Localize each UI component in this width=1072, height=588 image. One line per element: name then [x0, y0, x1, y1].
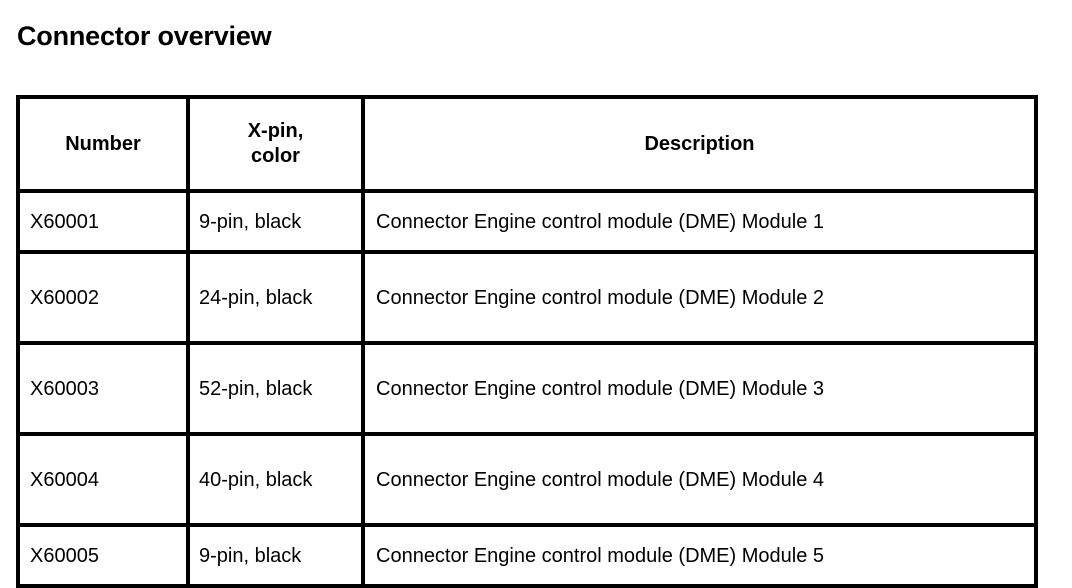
- table-header-row: Number X-pin, color Description: [16, 95, 1038, 193]
- cell-number: X60005: [16, 523, 190, 588]
- cell-description: Connector Engine control module (DME) Mo…: [361, 341, 1038, 436]
- column-header-description: Description: [361, 95, 1038, 193]
- cell-number: X60004: [16, 432, 190, 527]
- column-header-xpin-line1: X-pin,: [247, 120, 304, 142]
- page-title: Connector overview: [17, 21, 272, 51]
- cell-xpin-color: 9-pin, black: [186, 523, 365, 588]
- table-row: X60002 24-pin, black Connector Engine co…: [16, 250, 1038, 345]
- cell-description: Connector Engine control module (DME) Mo…: [361, 523, 1038, 588]
- column-header-xpin-line2: color: [251, 145, 300, 167]
- cell-xpin-color: 24-pin, black: [186, 250, 365, 345]
- table-header: Number X-pin, color Description: [16, 95, 1038, 193]
- table-body: X60001 9-pin, black Connector Engine con…: [16, 189, 1038, 588]
- table-row: X60005 9-pin, black Connector Engine con…: [16, 523, 1038, 588]
- column-header-xpin-color: X-pin, color: [186, 95, 365, 193]
- cell-description: Connector Engine control module (DME) Mo…: [361, 432, 1038, 527]
- cell-number: X60003: [16, 341, 190, 436]
- table-row: X60001 9-pin, black Connector Engine con…: [16, 189, 1038, 254]
- cell-number: X60002: [16, 250, 190, 345]
- cell-description: Connector Engine control module (DME) Mo…: [361, 250, 1038, 345]
- column-header-number: Number: [16, 95, 190, 193]
- cell-description: Connector Engine control module (DME) Mo…: [361, 189, 1038, 254]
- table-row: X60003 52-pin, black Connector Engine co…: [16, 341, 1038, 436]
- cell-xpin-color: 40-pin, black: [186, 432, 365, 527]
- table-row: X60004 40-pin, black Connector Engine co…: [16, 432, 1038, 527]
- connector-table-wrapper: Number X-pin, color Description X60001 9…: [16, 95, 1038, 588]
- cell-xpin-color: 9-pin, black: [186, 189, 365, 254]
- cell-number: X60001: [16, 189, 190, 254]
- cell-xpin-color: 52-pin, black: [186, 341, 365, 436]
- connector-overview-table: Number X-pin, color Description X60001 9…: [16, 95, 1038, 588]
